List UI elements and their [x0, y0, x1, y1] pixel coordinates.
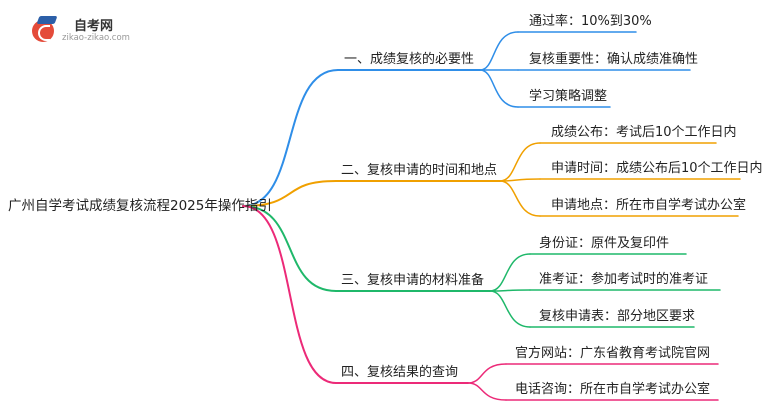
leaf-1-3-connector — [479, 69, 519, 108]
leaf-4-1: 官方网站：广东省教育考试院官网 — [515, 346, 711, 361]
branch-2-connector — [242, 180, 337, 207]
branch-2-label: 二、复核申请的时间和地点 — [341, 163, 498, 178]
leaf-2-1: 成绩公布：考试后10个工作日内 — [551, 125, 737, 140]
root-node: 广州自学考试成绩复核流程2025年操作指引 — [8, 198, 272, 214]
leaf-3-1-connector — [489, 253, 531, 292]
leaf-4-2-connector — [467, 382, 507, 401]
branch-3-connector — [242, 205, 337, 292]
leaf-3-1: 身份证：原件及复印件 — [539, 236, 670, 251]
leaf-2-1-connector — [499, 142, 541, 182]
branch-1-label: 一、成绩复核的必要性 — [344, 52, 475, 67]
leaf-1-1-connector — [479, 31, 519, 71]
leaf-2-2: 申请时间：成绩公布后10个工作日内 — [551, 161, 763, 176]
leaf-4-2: 电话咨询：所在市自学考试办公室 — [515, 382, 711, 397]
leaf-3-3-connector — [489, 290, 531, 328]
leaf-1-2: 复核重要性：确认成绩准确性 — [529, 52, 699, 67]
branch-4-label: 四、复核结果的查询 — [341, 365, 459, 380]
logo-emblem-icon — [32, 20, 54, 42]
leaf-2-3: 申请地点：所在市自学考试办公室 — [551, 198, 747, 213]
leaf-4-1-connector — [467, 363, 507, 384]
branch-1-connector — [242, 69, 339, 207]
leaf-1-1: 通过率：10%到30% — [529, 14, 652, 29]
branch-3-label: 三、复核申请的材料准备 — [341, 273, 485, 288]
site-logo[interactable]: 自考网 zikao-zikao.com — [22, 14, 142, 48]
branch-4-connector — [242, 205, 337, 384]
leaf-3-2: 准考证：参加考试时的准考证 — [539, 272, 709, 287]
leaf-1-3: 学习策略调整 — [529, 89, 608, 104]
logo-title: 自考网 — [74, 19, 114, 34]
leaf-2-3-connector — [499, 180, 541, 217]
logo-url: zikao-zikao.com — [62, 33, 130, 43]
leaf-3-3: 复核申请表：部分地区要求 — [539, 309, 696, 324]
